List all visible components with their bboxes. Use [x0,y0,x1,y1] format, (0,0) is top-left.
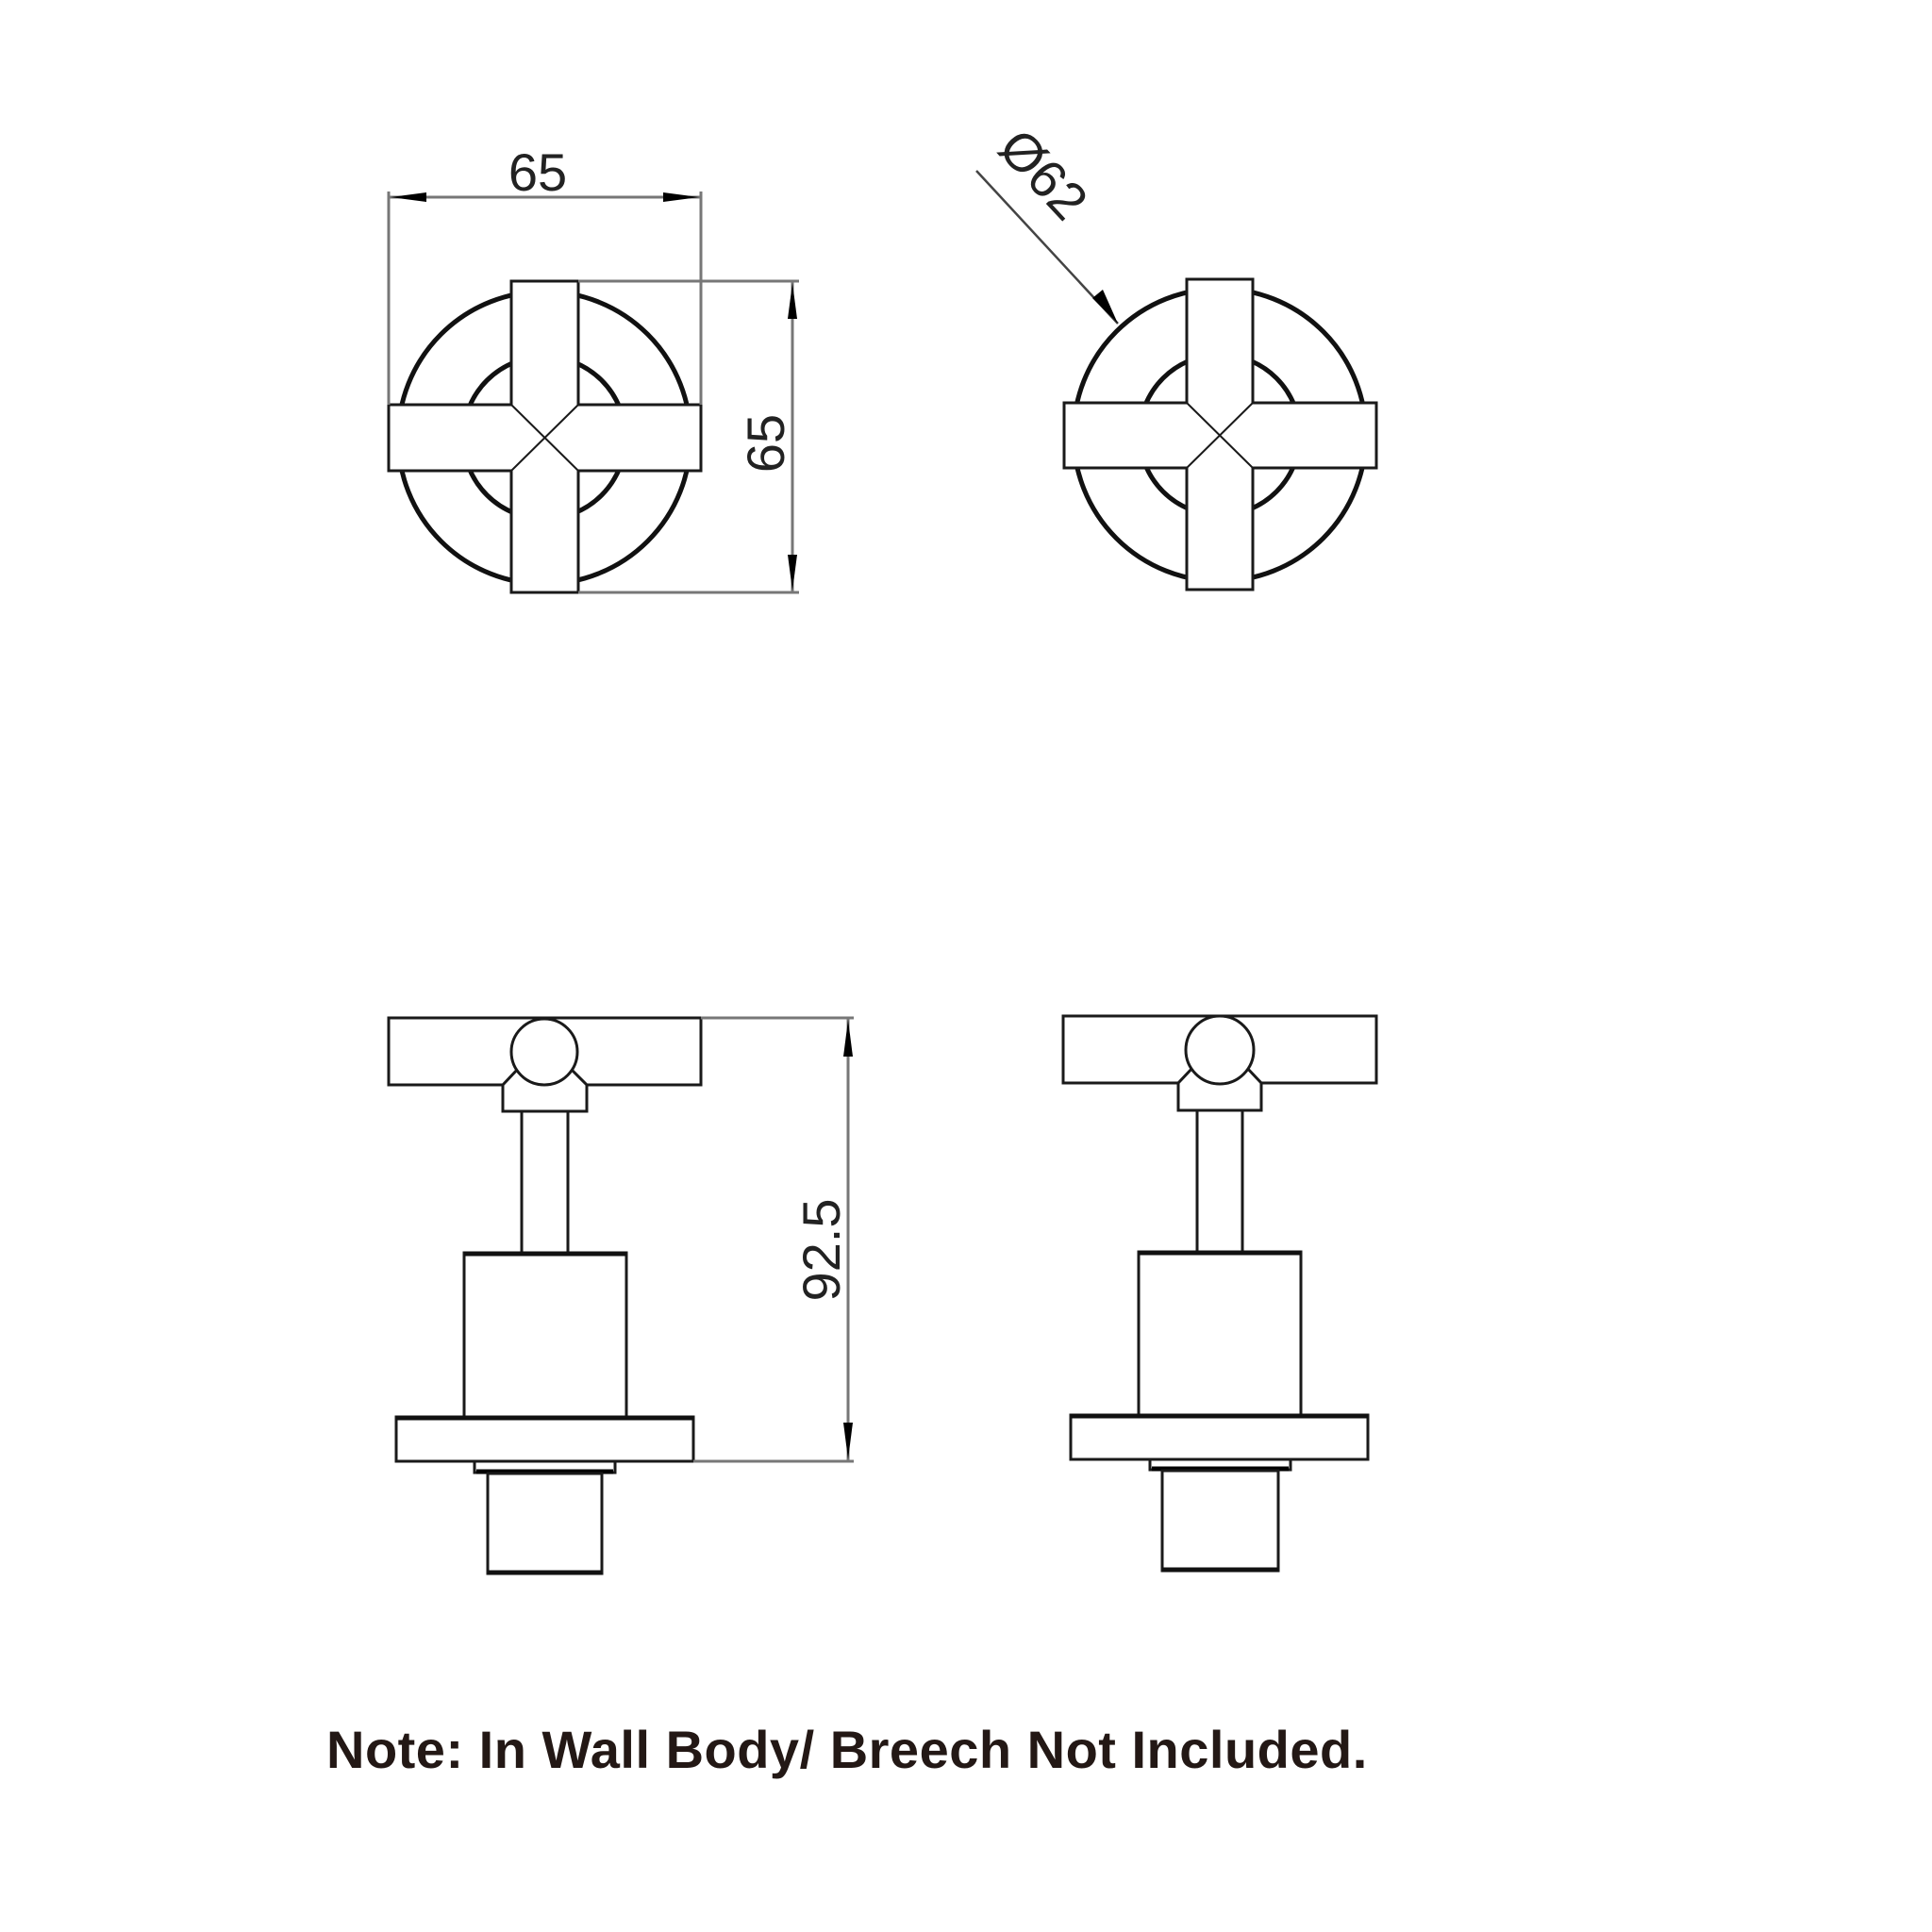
diameter-dimension-label: Ø62 [988,118,1099,231]
height-dimension: 65 [578,279,799,594]
width-dimension-label: 65 [508,142,567,202]
overall-height-label: 92.5 [791,1199,851,1302]
cross-diagonals [1186,402,1254,469]
stem [520,1109,570,1255]
note-text: Note: In Wall Body/ Breech Not Included. [326,1720,1368,1779]
handle-ball [1184,1014,1256,1086]
body [1137,1250,1303,1417]
diameter-dimension: Ø62 [975,118,1119,325]
spindle [1160,1469,1280,1573]
side-view-right [1061,1014,1378,1573]
flange [394,1415,695,1463]
top-view-left: 65 65 [387,142,799,594]
handle-ball [509,1017,579,1087]
height-dimension-label: 65 [736,414,795,473]
stem [1195,1108,1244,1254]
overall-height-dimension: 92.5 [693,1016,854,1463]
spindle [486,1472,604,1575]
side-view-left: 92.5 [387,1016,854,1575]
width-dimension: 65 [387,142,703,405]
cross-diagonals [510,404,579,472]
top-view-right: Ø62 [975,118,1378,591]
flange [1069,1413,1370,1461]
body [462,1251,628,1419]
